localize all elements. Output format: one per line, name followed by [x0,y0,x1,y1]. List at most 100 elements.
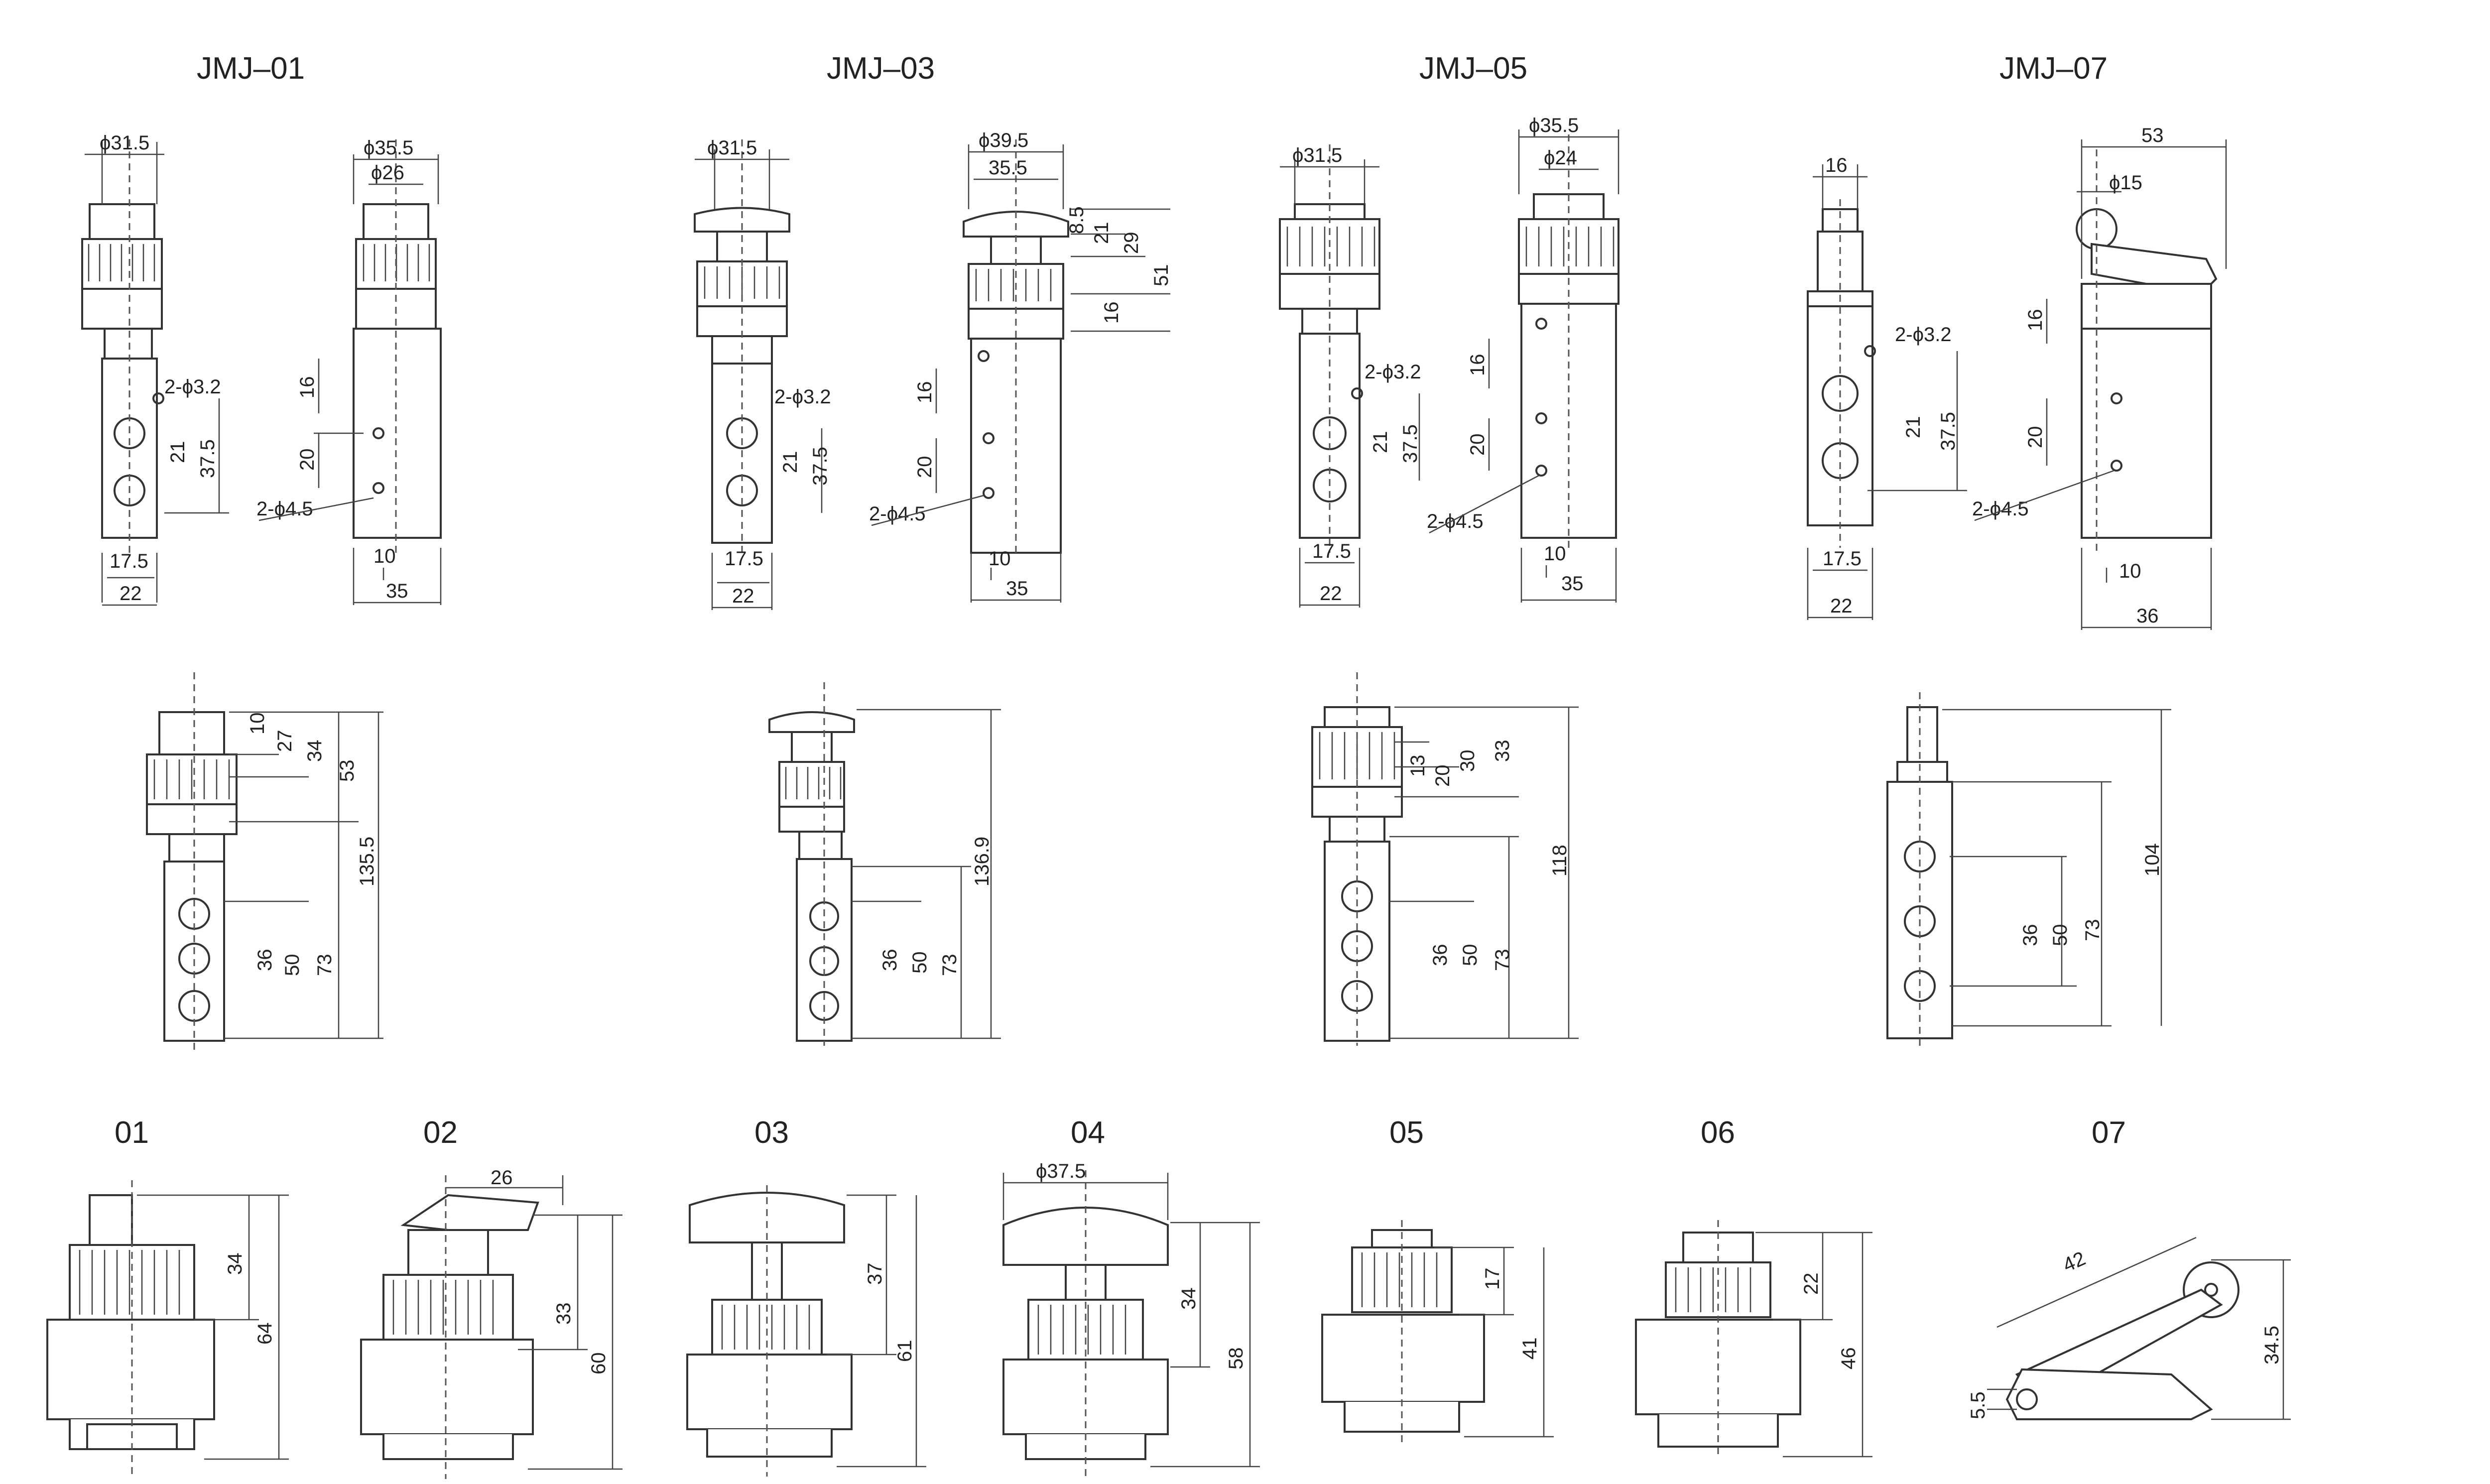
dim-jmj05-e13: 13 [1407,755,1429,777]
dim-head-02-b: 60 [588,1353,610,1375]
dim-head-06-a: 22 [1800,1273,1822,1295]
dim-jmj03-v21: 21 [779,451,801,474]
dim-jmj01-w10: 10 [374,545,396,567]
dim-jmj05-e50: 50 [1459,944,1481,967]
jmj07-front-view: 16 2-ϕ3.2 21 37.5 17.5 22 [1807,154,1967,620]
dim-head-07-s: 5.5 [1967,1391,1989,1419]
dim-jmj03-inner-width: 35.5 [989,157,1027,179]
dim-jmj03-s21: 21 [1091,222,1113,245]
dim-head-07-h: 34.5 [2261,1326,2283,1364]
jmj03-front-view: ϕ31.5 2-ϕ3.2 21 37.5 17.5 22 [694,137,831,610]
dim-jmj03-w10: 10 [989,548,1011,570]
dim-jmj07-e104: 104 [2141,843,2163,876]
dim-jmj05-w35: 35 [1561,573,1584,595]
head-03: 37 61 [686,1185,926,1477]
dim-jmj03-s16-top: 16 [1101,302,1122,324]
dim-jmj01-e135-5: 135.5 [356,837,378,886]
dim-jmj01-e50: 50 [281,954,303,977]
dim-jmj07-diameter-roller: ϕ15 [2109,172,2142,194]
dim-jmj07-w16: 16 [1825,154,1848,176]
dim-jmj03-holes-large: 2-ϕ4.5 [869,503,926,525]
dim-jmj01-v20: 20 [296,449,318,471]
dim-jmj01-e34: 34 [304,740,326,762]
dim-jmj03-w17-5: 17.5 [725,548,763,570]
dim-jmj01-w22: 22 [120,583,142,605]
dim-jmj03-w35: 35 [1006,578,1028,600]
dim-jmj05-side-diameter: ϕ35.5 [1529,115,1579,136]
dim-head-03-b: 61 [894,1340,916,1362]
dim-jmj05-v16: 16 [1467,354,1489,376]
head-06: 22 46 [1635,1220,1872,1459]
title-jmj-03: JMJ–03 [827,51,935,86]
dim-head-04-b: 58 [1225,1348,1247,1370]
dim-jmj01-v16: 16 [296,376,318,399]
dim-jmj05-holes-small: 2-ϕ3.2 [1365,361,1421,383]
jmj01-side-view: ϕ35.5 ϕ26 16 20 2-ϕ4.5 10 35 [256,137,442,605]
dim-jmj05-w10: 10 [1544,543,1566,565]
dim-head-01-b: 64 [254,1323,276,1345]
title-head-02: 02 [423,1115,458,1150]
dim-jmj03-side-diameter: ϕ39.5 [979,129,1028,151]
jmj03-elevation: 136.9 36 50 73 [768,682,1001,1046]
dim-jmj07-e50: 50 [2049,924,2071,947]
dim-jmj01-v37-5: 37.5 [197,439,219,478]
title-head-03: 03 [754,1115,789,1150]
title-jmj-07: JMJ–07 [1999,51,2108,86]
dim-jmj07-v37-5: 37.5 [1937,412,1959,451]
dim-jmj03-e73: 73 [939,954,961,977]
dim-jmj07-v20: 20 [2024,426,2046,449]
dim-jmj05-v37-5: 37.5 [1399,424,1421,463]
dim-jmj01-e73: 73 [314,954,336,977]
dim-jmj07-w10: 10 [2119,560,2141,582]
dim-jmj07-holes-large: 2-ϕ4.5 [1972,498,2029,520]
dim-jmj01-front-diameter: ϕ31.5 [100,132,149,154]
title-head-01: 01 [115,1115,149,1150]
jmj01-elevation: 10 27 34 53 135.5 36 50 73 [146,672,383,1051]
title-jmj-05: JMJ–05 [1419,51,1527,86]
dim-jmj03-v20: 20 [914,456,936,479]
head-04: ϕ37.5 34 58 [1002,1160,1260,1477]
dim-jmj01-holes-small: 2-ϕ3.2 [164,376,221,398]
head-07: 42 34.5 5.5 [1967,1237,2291,1420]
dim-jmj07-e73: 73 [2082,919,2104,942]
dim-jmj07-v16: 16 [2024,309,2046,332]
dim-jmj03-e50: 50 [909,952,931,974]
dim-jmj05-inner-diameter: ϕ24 [1544,147,1577,169]
dim-head-01-a: 34 [224,1253,246,1275]
dim-jmj01-w35: 35 [386,580,408,602]
dim-jmj01-e36: 36 [254,949,276,972]
dim-jmj05-e36: 36 [1429,944,1451,967]
title-jmj-01: JMJ–01 [197,51,305,86]
dim-head-02-w: 26 [491,1167,513,1189]
dim-jmj01-e53: 53 [336,760,358,782]
dim-jmj05-front-diameter: ϕ31.5 [1292,144,1342,166]
dim-head-04-d: ϕ37.5 [1036,1160,1086,1182]
jmj05-elevation: 13 20 30 33 118 36 50 73 [1311,672,1579,1046]
dim-jmj01-w17-5: 17.5 [110,550,148,572]
dim-jmj05-e33: 33 [1492,740,1513,762]
jmj05-front-view: ϕ31.5 2-ϕ3.2 21 37.5 17.5 22 [1279,144,1421,608]
dim-jmj07-e36: 36 [2019,924,2041,947]
dim-head-02-a: 33 [553,1303,575,1325]
dim-jmj03-e136-9: 136.9 [971,837,993,886]
dim-head-05-b: 41 [1519,1338,1541,1360]
dim-jmj05-e118: 118 [1549,845,1571,876]
dim-jmj01-side-diameter: ϕ35.5 [364,137,413,159]
dim-jmj01-e10: 10 [247,713,268,735]
jmj03-side-view: ϕ39.5 35.5 8.5 21 29 51 16 16 20 2-ϕ4.5 … [869,129,1172,603]
jmj07-elevation: 104 36 50 73 [1886,692,2171,1046]
jmj07-side-view: 53 ϕ15 16 20 2-ϕ4.5 10 36 [1972,124,2227,630]
dim-jmj05-w17-5: 17.5 [1312,540,1351,562]
dim-head-03-a: 37 [864,1263,886,1285]
dim-jmj05-e73: 73 [1492,949,1513,972]
dim-jmj03-v16: 16 [914,381,936,404]
dim-jmj03-e36: 36 [879,949,901,972]
dim-head-04-a: 34 [1178,1288,1200,1310]
jmj01-front-view: ϕ31.5 2-ϕ3.2 21 37.5 17.5 22 [81,132,229,606]
dim-head-06-b: 46 [1838,1348,1860,1370]
dim-jmj01-e27: 27 [274,730,296,752]
dim-jmj07-w17-5: 17.5 [1823,548,1862,570]
title-head-07: 07 [2092,1115,2126,1150]
dim-jmj07-w53: 53 [2141,124,2164,146]
